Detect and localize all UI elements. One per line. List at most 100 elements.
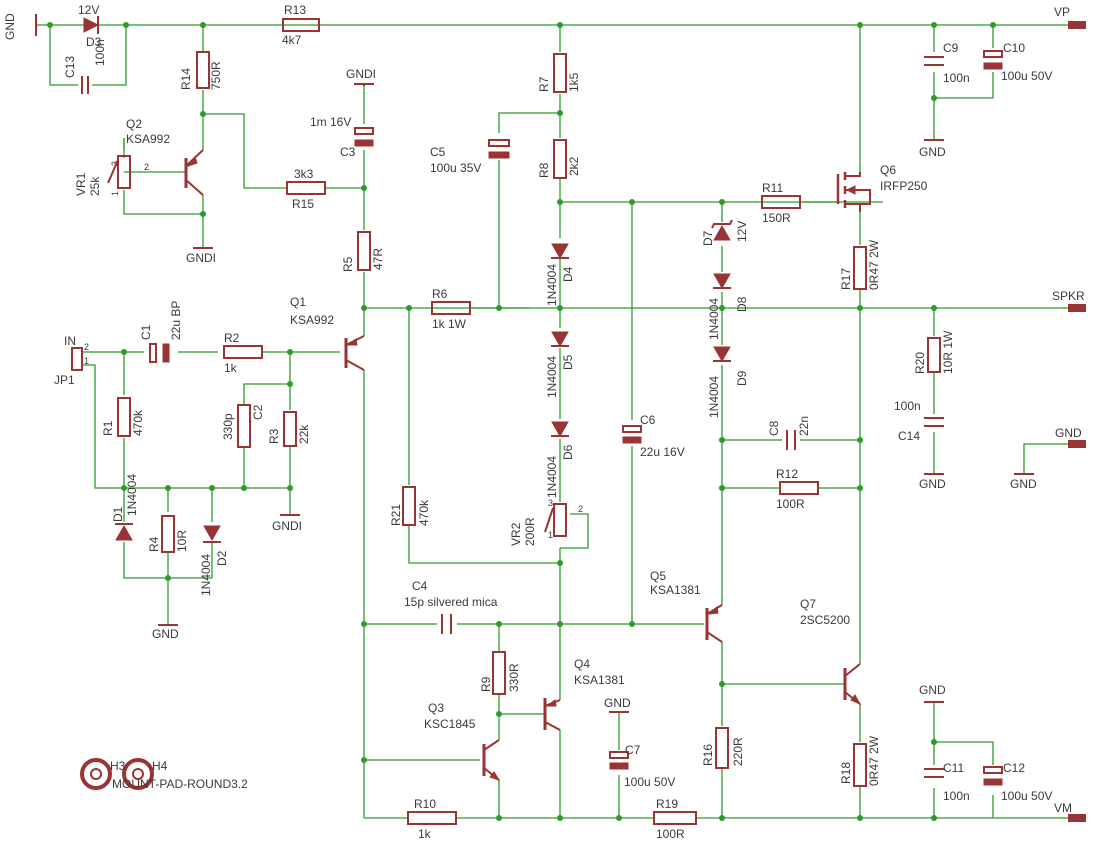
net-gnd-right-b: GND — [1010, 477, 1037, 491]
r15-value: 3k3 — [294, 167, 314, 181]
r14-value: 750R — [209, 61, 223, 90]
pin-jp1-a: 2 — [84, 342, 89, 352]
c10-value: 100u 50V — [1001, 69, 1052, 83]
mount-pad-label: MOUNT-PAD-ROUND3.2 — [112, 777, 248, 791]
d1-value: 1N4004 — [125, 474, 139, 516]
d9-value: 1N4004 — [707, 376, 721, 418]
r9-name: R9 — [479, 676, 493, 692]
c5-name: C5 — [430, 145, 446, 159]
c11-value: 100n — [943, 789, 970, 803]
h4-label: H4 — [152, 759, 168, 773]
r6-value: 1k 1W — [432, 317, 467, 331]
r5-name: R5 — [341, 256, 355, 272]
r10-name: R10 — [414, 797, 436, 811]
d2-value: 1N4004 — [199, 554, 213, 596]
vr1-name: VR1 — [74, 172, 88, 196]
r16-name: R16 — [701, 744, 715, 766]
r17-value: 0R47 2W — [867, 239, 881, 290]
pin-jp1-b: 1 — [84, 356, 89, 366]
c9-value: 100n — [943, 71, 970, 85]
c11-name: C11 — [943, 761, 964, 775]
symbols — [71, 16, 1003, 825]
d5-value: 1N4004 — [545, 356, 559, 398]
r12-value: 100R — [776, 497, 805, 511]
d4-value: 1N4004 — [545, 264, 559, 306]
r20-name: R20 — [913, 352, 927, 374]
vr1-pin2: 2 — [144, 162, 149, 172]
c3-value: 1m 16V — [310, 115, 351, 129]
r20-value: 10R 1W — [941, 330, 955, 374]
mount-hole-h4 — [122, 758, 154, 790]
r3-value: 22k — [297, 424, 311, 444]
net-gnd-left: GND — [3, 13, 17, 40]
vr2-pin2: 2 — [578, 504, 583, 514]
net-vm: VM — [1054, 801, 1072, 815]
r19-value: 100R — [656, 827, 685, 841]
net-gnd-c9: GND — [919, 145, 946, 159]
r2-value: 1k — [224, 361, 238, 375]
mount-hole-h3 — [80, 758, 112, 790]
r3-name: R3 — [267, 428, 281, 444]
r17-name: R17 — [839, 268, 853, 290]
c4-name: C4 — [412, 579, 428, 593]
r8-name: R8 — [537, 162, 551, 178]
c14-name: C14 — [898, 429, 920, 443]
q6-value: IRFP250 — [880, 179, 928, 193]
q5-value: KSA1381 — [650, 583, 701, 597]
d6-name: D6 — [561, 444, 575, 460]
c3-name: C3 — [340, 145, 356, 159]
c9-name: C9 — [943, 41, 959, 55]
r11-name: R11 — [762, 181, 783, 195]
r6-name: R6 — [432, 287, 448, 301]
r1-name: R1 — [101, 420, 115, 436]
r12-name: R12 — [776, 467, 798, 481]
r16-value: 220R — [731, 737, 745, 766]
d9-name: D9 — [735, 370, 749, 386]
c6-value: 22u 16V — [640, 445, 685, 459]
q4-value: KSA1381 — [574, 673, 625, 687]
q2-name: Q2 — [126, 117, 142, 131]
c6-name: C6 — [640, 413, 656, 427]
c2-name: C2 — [251, 404, 265, 420]
net-gndi-r3: GNDI — [272, 519, 302, 533]
d8-name: D8 — [735, 296, 749, 312]
c12-name: C12 — [1003, 761, 1025, 775]
c1-value: 22u BP — [169, 301, 183, 340]
r7-value: 1k5 — [567, 72, 581, 92]
net-gnd-c14: GND — [919, 477, 946, 491]
net-spkr: SPKR — [1052, 289, 1085, 303]
q2-value: KSA992 — [126, 132, 170, 146]
net-gnd-right-a: GND — [1055, 426, 1082, 440]
q1-name: Q1 — [290, 295, 306, 309]
vr1-value: 25k — [88, 176, 102, 196]
d5-name: D5 — [561, 354, 575, 370]
junctions — [47, 22, 996, 821]
r8-value: 2k2 — [567, 156, 581, 176]
c2-value: 330p — [221, 413, 235, 440]
d2-name: D2 — [215, 550, 229, 566]
r4-value: 10R — [175, 530, 189, 552]
r13-value: 4k7 — [282, 33, 302, 47]
q5-name: Q5 — [650, 569, 666, 583]
q4-name: Q4 — [574, 657, 590, 671]
c14-value: 100n — [894, 399, 921, 413]
q1-value: KSA992 — [290, 313, 334, 327]
r10-value: 1k — [418, 827, 432, 841]
r13-name: R13 — [284, 3, 306, 17]
r18-name: R18 — [839, 762, 853, 784]
d4-name: D4 — [561, 266, 575, 282]
r14-name: R14 — [179, 68, 193, 90]
c8-value: 22n — [797, 416, 811, 436]
d1-name: D1 — [111, 506, 125, 522]
d7-name: D7 — [701, 230, 715, 246]
vr2-pin3: 3 — [548, 498, 553, 508]
d6-value: 1N4004 — [545, 456, 559, 498]
net-vp: VP — [1054, 5, 1070, 19]
q6-name: Q6 — [880, 163, 896, 177]
q7-name: Q7 — [800, 597, 816, 611]
r5-value: 47R — [371, 248, 385, 270]
h3-label: H3 — [110, 759, 126, 773]
vr2-pin1: 1 — [548, 530, 553, 540]
r15-name: R15 — [292, 197, 314, 211]
